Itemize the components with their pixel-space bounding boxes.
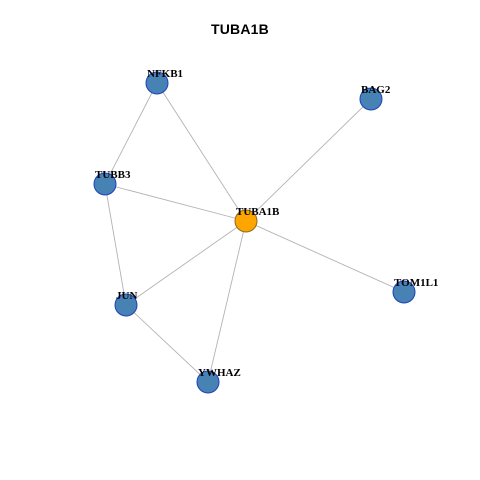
node-nfkb1: NFKB1 <box>145 68 183 95</box>
edge-tubb3-tuba1b <box>104 183 247 222</box>
node-circle-bag2 <box>359 87 383 111</box>
node-label-bag2: BAG2 <box>361 84 391 96</box>
node-label-tubb3: TUBB3 <box>95 169 131 181</box>
edge-bag2-tuba1b <box>245 98 372 222</box>
edge-tubb3-jun <box>104 183 127 306</box>
node-circle-nfkb1 <box>145 71 169 95</box>
diagram-title: TUBA1B <box>211 21 269 37</box>
edge-ywhaz-tuba1b <box>207 220 247 383</box>
node-jun: JUN <box>114 290 138 317</box>
node-circle-ywhaz <box>196 370 220 394</box>
node-ywhaz: YWHAZ <box>196 367 241 394</box>
node-label-tuba1b: TUBA1B <box>236 206 280 218</box>
node-circle-tubb3 <box>93 172 117 196</box>
node-tom1l1: TOM1L1 <box>392 277 438 304</box>
edge-nfkb1-tuba1b <box>156 82 247 222</box>
node-circle-tuba1b <box>234 209 258 233</box>
node-label-tom1l1: TOM1L1 <box>394 277 438 289</box>
edge-nfkb1-tubb3 <box>104 82 158 185</box>
edge-jun-tuba1b <box>125 220 247 306</box>
node-circle-jun <box>114 293 138 317</box>
edge-jun-ywhaz <box>125 304 209 383</box>
node-label-nfkb1: NFKB1 <box>147 68 183 80</box>
node-tuba1b: TUBA1B <box>234 206 280 233</box>
node-label-ywhaz: YWHAZ <box>198 367 241 379</box>
edge-tom1l1-tuba1b <box>245 220 405 293</box>
node-tubb3: TUBB3 <box>93 169 131 196</box>
node-circle-tom1l1 <box>392 280 416 304</box>
node-bag2: BAG2 <box>359 84 391 111</box>
node-label-jun: JUN <box>116 290 137 302</box>
